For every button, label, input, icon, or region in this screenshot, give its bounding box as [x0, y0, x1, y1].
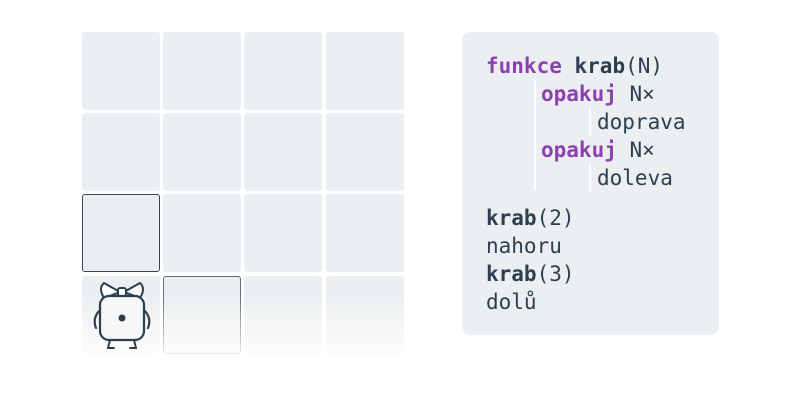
call-args: (2) [536, 206, 575, 230]
call-name: krab [486, 206, 537, 230]
code-line-command: nahoru [486, 232, 562, 260]
grid-cell [163, 32, 241, 110]
grid-cell [244, 194, 322, 272]
grid-cell [244, 113, 322, 191]
code-line-command: doleva [597, 164, 673, 192]
code-line-function-def: funkce krab(N) [486, 52, 663, 80]
code-line-call: krab(3) [486, 260, 575, 288]
code-line-command: dolů [486, 288, 537, 316]
command-nahoru: nahoru [486, 234, 562, 258]
grid-cell [82, 113, 160, 191]
loop-count: N× [629, 82, 655, 106]
indent-guide [589, 164, 591, 192]
indent-guide [589, 108, 591, 136]
loop-count: N× [629, 138, 655, 162]
code-panel: funkce krab(N) opakuj N× doprava opakuj … [462, 32, 719, 335]
grid-cell [244, 276, 322, 354]
command-dolu: dolů [486, 290, 537, 314]
indent-guide [534, 80, 536, 190]
code-line-loop: opakuj N× [541, 80, 655, 108]
keyword-opakuj: opakuj [541, 138, 617, 162]
robot-with-bow-icon [93, 282, 151, 349]
code-line-loop: opakuj N× [541, 136, 655, 164]
grid-cell [326, 32, 404, 110]
grid-cell [163, 113, 241, 191]
grid-cell [326, 113, 404, 191]
grid-cell-target [163, 276, 241, 354]
function-name: krab [574, 54, 626, 78]
command-doprava: doprava [597, 110, 686, 134]
code-line-call: krab(2) [486, 204, 575, 232]
grid-cell [82, 32, 160, 110]
call-args: (3) [536, 262, 575, 286]
function-params: (N) [625, 54, 664, 78]
keyword-opakuj: opakuj [541, 82, 617, 106]
grid-cell-target [82, 194, 160, 272]
call-name: krab [486, 262, 537, 286]
command-doleva: doleva [597, 166, 673, 190]
grid-cell [326, 194, 404, 272]
grid-cell [326, 276, 404, 354]
code-line-command: doprava [597, 108, 686, 136]
keyword-funkce: funkce [486, 54, 562, 78]
grid-cell [163, 194, 241, 272]
grid-cell [244, 32, 322, 110]
